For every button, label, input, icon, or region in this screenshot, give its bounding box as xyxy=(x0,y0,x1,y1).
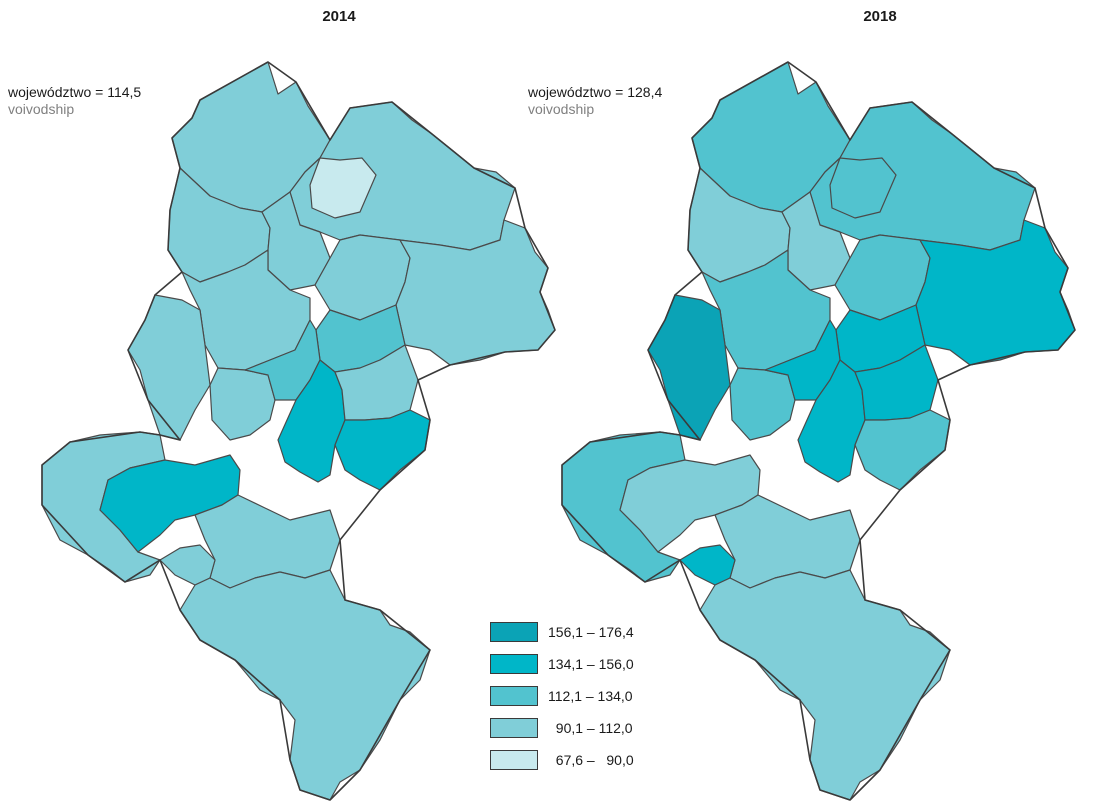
map-region xyxy=(647,294,731,441)
map-region xyxy=(679,544,736,586)
legend-item: 134,1 – 156,0 xyxy=(490,654,634,674)
voivodship-value-label: województwo = 114,5 xyxy=(8,84,142,100)
voivodship-outline xyxy=(561,61,1076,801)
voivodship-outline xyxy=(41,61,556,801)
legend-swatch xyxy=(490,686,538,706)
map-title-left: 2014 xyxy=(322,8,356,25)
map-region xyxy=(209,367,276,441)
map-region xyxy=(729,367,796,441)
map-title-right: 2018 xyxy=(863,8,897,25)
legend-item: 67,6 – 90,0 xyxy=(490,750,634,770)
map-region xyxy=(309,157,377,219)
map-region xyxy=(179,569,431,801)
legend-item: 90,1 – 112,0 xyxy=(490,718,634,738)
voivodship-value-label: województwo = 128,4 xyxy=(528,84,663,100)
legend-item: 156,1 – 176,4 xyxy=(490,622,634,642)
legend-label: 156,1 – 176,4 xyxy=(548,624,634,640)
legend-item: 112,1 – 134,0 xyxy=(490,686,634,706)
legend-label: 112,1 – 134,0 xyxy=(548,688,633,704)
legend: 156,1 – 176,4 134,1 – 156,0 112,1 – 134,… xyxy=(490,622,634,782)
legend-swatch xyxy=(490,750,538,770)
voivodship-caption-left: województwo = 114,5 voivodship xyxy=(8,84,141,118)
map-region xyxy=(619,454,761,553)
map-2018 xyxy=(561,61,1076,801)
map-region xyxy=(127,294,211,441)
legend-swatch xyxy=(490,654,538,674)
legend-label: 90,1 – 112,0 xyxy=(548,720,633,736)
voivodship-caption-right: województwo = 128,4 voivodship xyxy=(528,84,662,118)
map-2014 xyxy=(41,61,556,801)
map-region xyxy=(829,157,897,219)
map-region xyxy=(699,569,951,801)
legend-label: 134,1 – 156,0 xyxy=(548,656,634,672)
legend-swatch xyxy=(490,622,538,642)
voivodship-english-label: voivodship xyxy=(8,101,75,117)
map-region xyxy=(854,409,951,491)
legend-swatch xyxy=(490,718,538,738)
legend-label: 67,6 – 90,0 xyxy=(548,752,634,768)
map-region xyxy=(334,409,431,491)
map-region xyxy=(159,544,216,586)
voivodship-english-label: voivodship xyxy=(528,101,595,117)
map-region xyxy=(99,454,241,553)
